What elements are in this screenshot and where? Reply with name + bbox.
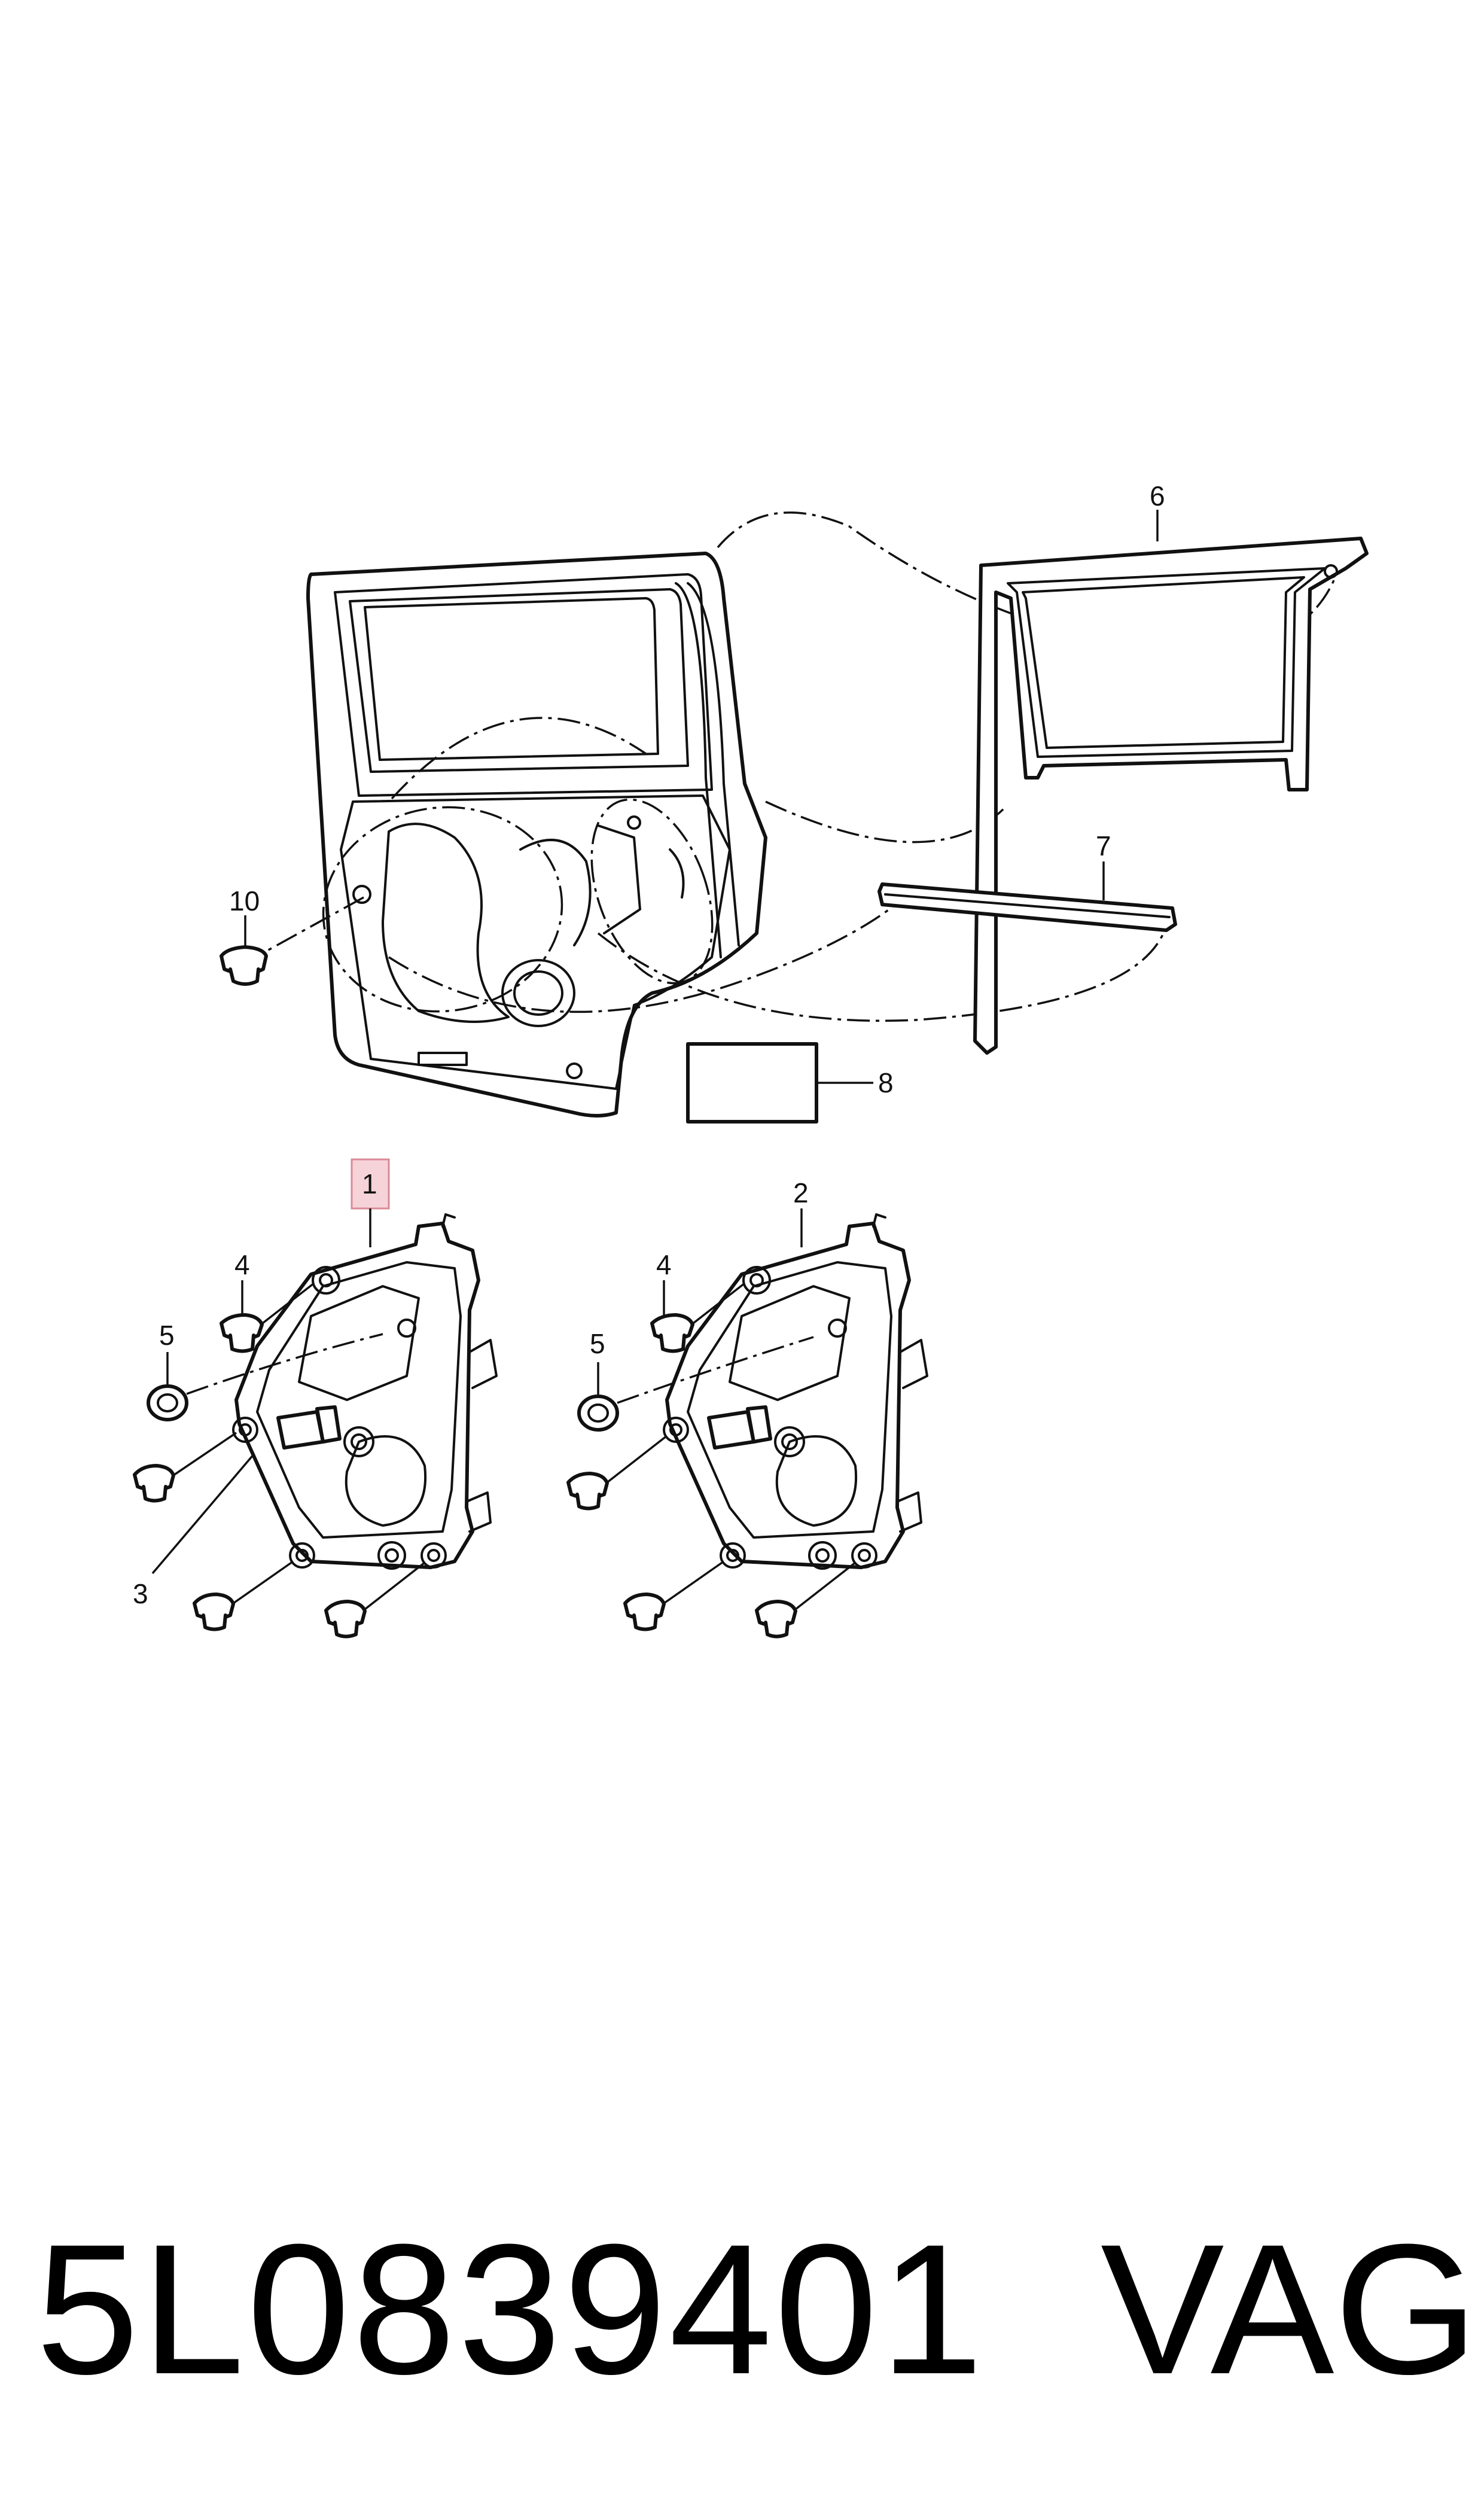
washer-5b: [577, 1395, 619, 1432]
bolt-lower-left-b: [623, 1593, 666, 1631]
part-number: 5L0839401: [36, 2205, 986, 2413]
part-6-window-channel: [973, 537, 1369, 1055]
callout-10: 10: [229, 885, 260, 917]
washer-5a: [147, 1384, 188, 1421]
callout-4a: 4: [234, 1249, 250, 1280]
part-10-clip: [220, 915, 268, 986]
bolt-lower-left-a: [193, 1593, 235, 1631]
callout-1: 1: [362, 1168, 377, 1199]
callout-2: 2: [793, 1177, 809, 1208]
part-8-label-plate: [686, 1042, 818, 1123]
callout-5b: 5: [590, 1328, 605, 1359]
part-7-seal-strip: [877, 882, 1177, 932]
bolt-4b: [650, 1313, 694, 1353]
regulator-2: [663, 1213, 928, 1570]
callout-4b: 4: [656, 1249, 672, 1280]
bolt-lower-right-a: [324, 1600, 367, 1639]
bolt-lower-right-b: [755, 1600, 797, 1639]
callout-5a: 5: [159, 1320, 175, 1351]
callout-7: 7: [1096, 830, 1111, 861]
callout-3: 3: [133, 1578, 148, 1609]
brand-name: VAG: [1101, 2205, 1479, 2413]
bolt-left-b: [566, 1472, 609, 1511]
bolt-3: [133, 1464, 175, 1503]
callout-1-highlight: [351, 1158, 390, 1210]
callout-8: 8: [878, 1067, 894, 1098]
door-shell: [306, 552, 767, 1118]
callout-6: 6: [1150, 480, 1165, 511]
regulator-1: [232, 1213, 498, 1570]
bolt-4a: [220, 1313, 264, 1353]
